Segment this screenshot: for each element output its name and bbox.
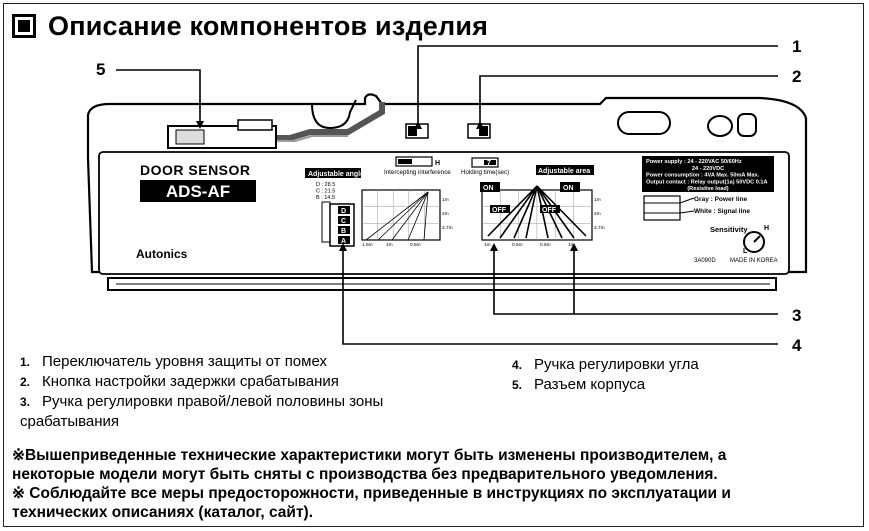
detection-ray (423, 191, 429, 241)
notes-block: ※Вышеприведенные технические характерист… (12, 446, 812, 522)
spec-box (642, 156, 774, 192)
interference-label: Intercepting interference (384, 169, 451, 176)
graph-axis-label: 0.5m (410, 242, 421, 248)
callout-line-3 (493, 246, 778, 315)
graph-axis-label: 0.5m (512, 242, 523, 248)
callout-1: 1 (792, 37, 801, 56)
list-item-5: 5.Разъем корпуса (512, 376, 646, 393)
detection-ray (391, 191, 429, 241)
product-code: 3A090D (694, 258, 716, 264)
note-line: некоторые модели могут быть сняты с прои… (12, 466, 718, 483)
list-item-3: 3.Ручка регулировки правой/левой половин… (20, 393, 384, 410)
angle-letter-box (338, 216, 350, 224)
graph-axis-label: 2.7m (594, 225, 605, 231)
detection-ray (407, 191, 429, 241)
component-list-right: 4.Ручка регулировки угла 5.Разъем корпус… (512, 355, 699, 395)
callout-4: 4 (792, 336, 802, 355)
area-right-off (540, 205, 560, 213)
interference-switch (395, 156, 433, 167)
graph-axis-label: 2.7m (442, 225, 453, 231)
adj-area-label: Adjustable area (538, 168, 590, 175)
area-right-on: ON (563, 185, 574, 192)
cable-hook (311, 99, 357, 130)
area-left-on: ON (483, 185, 494, 192)
angle-position-text: D : 28.5 (316, 182, 335, 188)
graph-axis-label: 1m (568, 242, 575, 248)
callout-3: 3 (792, 306, 801, 325)
sensitivity-label: Sensitivity (710, 225, 748, 234)
list-item-2: 2.Кнопка настройки задержки срабатывания (20, 373, 339, 390)
spec-line: Output contact : Relay output(1a) 50VDC … (646, 179, 768, 185)
adj-angle-label: Adjustable angle (308, 171, 364, 178)
interference-switch-h: H (435, 160, 440, 167)
callout-2: 2 (792, 67, 801, 86)
spec-line: (Resistive load) (687, 186, 728, 192)
angle-graph (361, 189, 441, 241)
spec-line: Power supply : 24 - 220VAC 50/60Hz (646, 159, 742, 165)
callout-line-2 (479, 75, 778, 124)
component-list-left: 1.Переключатель уровня защиты от помех 2… (20, 352, 383, 431)
sensitivity-l: L (743, 248, 748, 255)
graph-axis-label: 1m (442, 197, 449, 203)
angle-position-list: D : 28.5C : 21.5B : 14.5 (316, 182, 335, 201)
wire-gray-label: Gray : Power line (694, 196, 747, 203)
note-line: технических описаниях (каталог, сайт). (12, 504, 314, 521)
angle-position-text: B : 14.5 (316, 195, 335, 201)
detection-ray (365, 191, 429, 241)
angle-letter: A (341, 238, 346, 245)
angle-letter-box (338, 206, 350, 214)
model-name: ADS-AF (166, 182, 230, 201)
detection-ray (525, 185, 538, 239)
area-left-off (490, 205, 510, 213)
spec-line: 24 - 220VDC (692, 166, 724, 172)
section-title: Описание компонентов изделия (48, 10, 489, 41)
wire-white-label: White : Signal line (694, 208, 750, 215)
holding-switch-value: 7 (487, 160, 491, 167)
callout-line-1 (417, 45, 778, 124)
graph-axis-label: 1m (484, 242, 491, 248)
callout-line-5 (116, 69, 201, 126)
detection-ray (499, 185, 538, 239)
angle-letter-box (338, 236, 350, 244)
square-bullet-icon (12, 14, 36, 38)
graph-axis-label: 1.5m (362, 242, 373, 248)
spec-line: Power consumption : 4VA Max. 50mA Max. (646, 173, 760, 179)
note-line: ※ Соблюдайте все меры предосторожности, … (12, 485, 731, 502)
brand-logo: Autonics (136, 247, 188, 261)
graph-axis-label: 0.5m (540, 242, 551, 248)
list-item-4: 4.Ручка регулировки угла (512, 356, 699, 373)
angle-letter-box (338, 226, 350, 234)
list-item-1: 1.Переключатель уровня защиты от помех (20, 353, 327, 370)
detection-ray (487, 185, 538, 237)
detection-ray (377, 191, 429, 241)
page-frame (3, 3, 864, 527)
detection-ray (513, 185, 538, 239)
made-in-label: MADE IN KOREA (730, 258, 778, 264)
area-right-off-text: OFF (542, 207, 557, 214)
holding-time-label: Holding time(sec) (461, 169, 509, 176)
angle-letter: D (341, 208, 346, 215)
note-line: ※Вышеприведенные технические характерист… (12, 447, 727, 464)
section-heading: Описание компонентов изделия (12, 10, 488, 42)
mount-slot-1 (617, 111, 671, 135)
callout-5: 5 (96, 60, 105, 79)
detection-ray (536, 185, 587, 237)
angle-letter: C (341, 218, 346, 225)
angle-position-text: C : 21.5 (316, 189, 335, 195)
front-panel (98, 151, 790, 275)
callout-line-4 (342, 246, 778, 345)
sensitivity-h: H (764, 225, 769, 232)
list-item-3-cont: срабатывания (20, 413, 120, 430)
mount-keyhole (706, 115, 734, 137)
area-left-off-text: OFF (492, 207, 507, 214)
angle-letter: B (341, 228, 346, 235)
graph-axis-label: 2m (594, 211, 601, 217)
graph-axis-label: 1m (386, 242, 393, 248)
model-label: DOOR SENSOR (140, 162, 251, 178)
graph-axis-label: 2m (442, 211, 449, 217)
graph-axis-label: 1m (594, 197, 601, 203)
